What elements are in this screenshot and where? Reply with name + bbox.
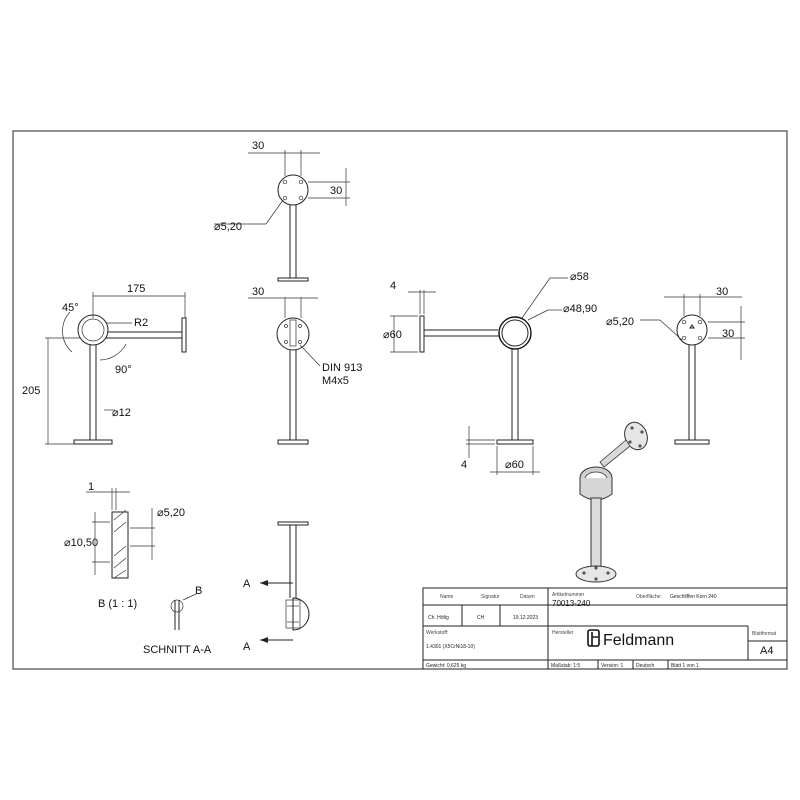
dim-right-thickness-top: 4 <box>390 280 396 292</box>
side-view <box>45 292 187 445</box>
tb-sheet: Blatt 1 von 1 <box>671 663 699 669</box>
label-din: DIN 913 <box>322 362 362 374</box>
tb-date-label: Datum <box>520 594 535 600</box>
label-section-a-top: A <box>243 578 251 590</box>
tb-version: Version: 1 <box>601 663 623 669</box>
dim-side-angle-90: 90° <box>115 364 132 376</box>
tb-material-label: Werkstoff: <box>426 630 448 636</box>
dim-right-diam58: ⌀58 <box>570 271 589 283</box>
tb-drawn-date: 19.12.2023 <box>513 615 538 621</box>
dim-top-hole: ⌀5,20 <box>214 221 242 233</box>
tb-signature-label: Signatur <box>481 594 500 600</box>
section-view <box>260 521 310 643</box>
tb-sheet-format: A4 <box>760 645 773 657</box>
dim-top-width: 30 <box>252 140 264 152</box>
dim-front-width: 30 <box>252 286 264 298</box>
label-detail-b: B (1 : 1) <box>98 598 137 610</box>
dim-side-radius: R2 <box>134 317 148 329</box>
dim-far-width: 30 <box>716 286 728 298</box>
far-right-view <box>640 294 745 445</box>
sheet-border <box>12 130 788 670</box>
tb-drawn-signature: CH <box>477 615 485 621</box>
tb-company: Feldmann <box>603 632 674 649</box>
tb-drawn-name: Ch. Höfig <box>428 615 449 621</box>
dim-right-diam48: ⌀48,90 <box>563 303 597 315</box>
detail-b-view <box>86 488 155 579</box>
dim-right-thickness-bottom: 4 <box>461 459 467 471</box>
dim-far-height: 30 <box>722 328 734 340</box>
tb-surface-label: Oberfläche: <box>636 594 662 600</box>
dim-detail-hole: ⌀5,20 <box>157 507 185 519</box>
dim-top-height: 30 <box>330 185 342 197</box>
detail-marker <box>170 593 197 630</box>
front-view <box>248 297 321 445</box>
label-section-a-bottom: A <box>243 641 251 653</box>
dim-side-angle-45: 45° <box>62 302 79 314</box>
dim-detail-thickness: 1 <box>88 481 94 493</box>
label-screw: M4x5 <box>322 375 349 387</box>
right-view <box>390 277 568 475</box>
label-detail-marker: B <box>195 585 202 597</box>
dim-side-height: 205 <box>22 385 40 397</box>
tb-scale: Maßstab: 1:5 <box>551 663 580 669</box>
isometric-view <box>575 421 648 583</box>
dim-right-diam60: ⌀60 <box>383 329 402 341</box>
dim-right-base-diam: ⌀60 <box>505 459 524 471</box>
tb-language: Deutsch <box>636 663 655 669</box>
title-block <box>422 587 788 670</box>
dim-side-tube: ⌀12 <box>112 407 131 419</box>
dim-detail-diam: ⌀10,50 <box>64 537 98 549</box>
tb-material-value: 1.4301 (X5CrNi18-10) <box>426 644 475 650</box>
tb-sheet-format-label: Blattformat <box>752 631 777 637</box>
tb-name-label: Name <box>440 594 454 600</box>
dim-side-length: 175 <box>127 283 145 295</box>
top-view <box>214 150 350 282</box>
tb-maker-label: Hersteller <box>552 630 574 636</box>
dim-far-hole: ⌀5,20 <box>606 316 634 328</box>
tb-weight: Gewicht: 0,625 kg <box>426 663 466 669</box>
tb-article-label: Artikelnummer <box>552 592 585 598</box>
tb-article-number: 70013-240 <box>552 599 591 608</box>
tb-surface-value: Geschliffen Korn 240 <box>670 594 717 600</box>
label-section: SCHNITT A-A <box>143 644 212 656</box>
